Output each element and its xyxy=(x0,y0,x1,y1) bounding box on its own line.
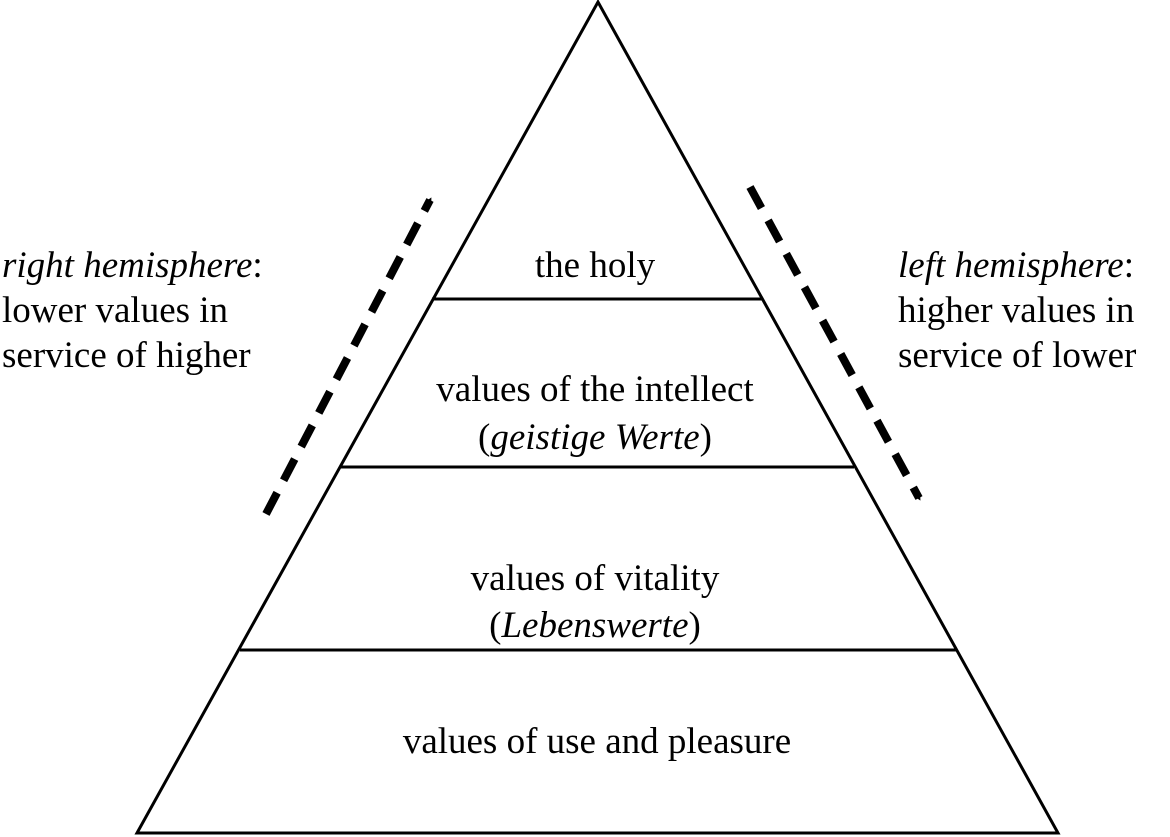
left-note-line3: service of higher xyxy=(2,335,251,376)
right-note-title-suffix: : xyxy=(1124,245,1134,286)
tier-vitality-german: (Lebenswerte) xyxy=(489,605,701,646)
tier-intellect-german-term: geistige Werte xyxy=(490,417,699,458)
tier-intellect-paren-close: ) xyxy=(700,417,712,458)
right-dashed-arrow-down xyxy=(746,185,923,501)
left-note-line2: lower values in xyxy=(2,290,228,331)
left-note-title-term: right hemisphere xyxy=(2,245,252,286)
right-note-line2: higher values in xyxy=(898,290,1134,331)
tier-use-pleasure-label: values of use and pleasure xyxy=(403,721,791,762)
tier-intellect-label: values of the intellect xyxy=(436,369,754,410)
tier-intellect-german: (geistige Werte) xyxy=(478,417,712,458)
right-note-title-term: left hemisphere xyxy=(898,245,1124,286)
left-note-title-suffix: : xyxy=(252,245,262,286)
tier-intellect-paren-open: ( xyxy=(478,417,490,458)
right-note-line3: service of lower xyxy=(898,335,1136,376)
left-note-title: right hemisphere: xyxy=(2,245,263,286)
tier-holy-label: the holy xyxy=(535,245,656,286)
left-dashed-arrow-up xyxy=(262,197,434,516)
tier-vitality-german-term: Lebenswerte xyxy=(500,605,688,646)
tier-vitality-label: values of vitality xyxy=(471,558,720,599)
pyramid-outline xyxy=(134,0,1061,835)
right-note-title: left hemisphere: xyxy=(898,245,1134,286)
tier-vitality-paren-close: ) xyxy=(689,605,701,646)
tier-vitality-paren-open: ( xyxy=(489,605,501,646)
